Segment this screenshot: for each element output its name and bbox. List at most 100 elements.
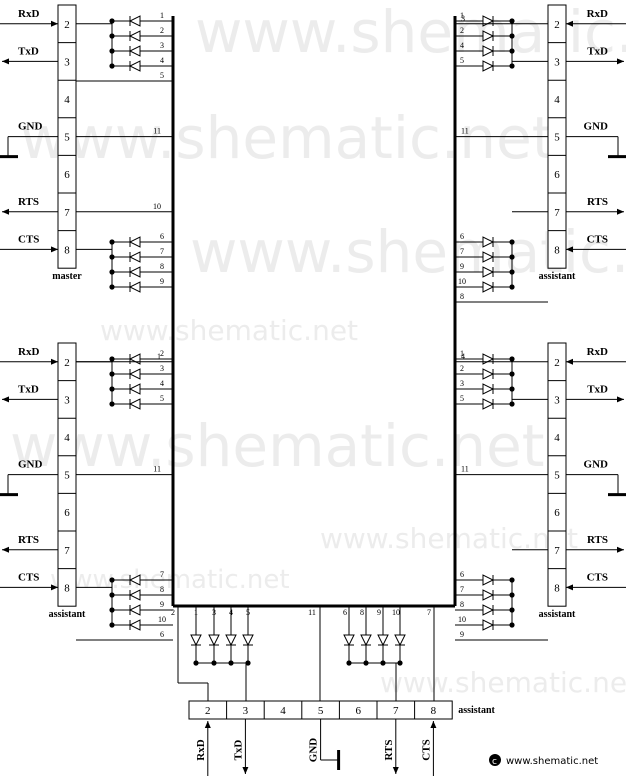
- wire-number: 10: [392, 608, 400, 617]
- signal-label: RxD: [18, 346, 39, 358]
- diode: [482, 60, 495, 72]
- pin-number: 3: [243, 705, 249, 717]
- diode-body: [190, 634, 202, 647]
- db9-connector-assistant-3: 2345678assistantRxDTxDGNDRTSCTS111235678…: [455, 342, 626, 641]
- wire-number: 5: [246, 608, 250, 617]
- diode-body: [128, 383, 141, 395]
- wire-number: 11: [153, 127, 161, 136]
- pin-number: 5: [318, 705, 324, 717]
- diode-body: [482, 251, 495, 263]
- site-credit: c www.shematic.net: [489, 754, 598, 767]
- pin-number: 6: [64, 169, 70, 181]
- wire-number: 9: [160, 277, 164, 286]
- diode: [482, 589, 495, 601]
- pin-number: 7: [393, 705, 399, 717]
- wire-number: 1: [460, 11, 464, 20]
- pin-number: 4: [64, 432, 70, 444]
- wire-number: 6: [160, 232, 164, 241]
- diode-body: [128, 574, 141, 586]
- diode: [482, 574, 495, 586]
- diode: [482, 281, 495, 293]
- pin-number: 6: [554, 169, 560, 181]
- pin-number: 7: [554, 207, 560, 219]
- signal-label: RxD: [18, 8, 39, 20]
- wire-number: 2: [160, 26, 164, 35]
- signal-label: TxD: [232, 740, 244, 761]
- diode-body: [128, 353, 141, 365]
- watermarks: www.shematic.net www.shematic.net www.sh…: [10, 0, 626, 699]
- signal-label: GND: [18, 459, 43, 471]
- signal-label: RTS: [587, 534, 608, 546]
- wire-number: 8: [460, 600, 464, 609]
- pin-number: 8: [64, 244, 70, 256]
- signal-label: RxD: [587, 8, 608, 20]
- diode: [394, 634, 406, 647]
- diode-body: [482, 619, 495, 631]
- db9-connector-master-0: 2345678masterRxDTxDGNDRTSCTS111234567891…: [0, 4, 173, 293]
- diode: [128, 383, 141, 395]
- signal-label: TxD: [587, 383, 608, 395]
- wire-number: 1: [194, 608, 198, 617]
- pin-number: 4: [64, 94, 70, 106]
- copyright-icon: [489, 754, 501, 766]
- diode-body: [128, 589, 141, 601]
- pin-number: 2: [64, 357, 70, 369]
- pin-number: 3: [64, 394, 70, 406]
- copyright-glyph: c: [492, 757, 497, 767]
- diode-body: [482, 45, 495, 57]
- diode: [128, 60, 141, 72]
- signal-label: CTS: [587, 233, 608, 245]
- diode-body: [377, 634, 389, 647]
- signal-label: GND: [18, 121, 43, 133]
- signal-label: CTS: [18, 571, 39, 583]
- diode-body: [482, 60, 495, 72]
- diode-body: [482, 383, 495, 395]
- diode: [128, 604, 141, 616]
- diode-body: [225, 634, 237, 647]
- pin-number: 8: [64, 582, 70, 594]
- diode: [360, 634, 372, 647]
- watermark-text: www.shematic.net: [100, 314, 358, 347]
- diode-body: [128, 60, 141, 72]
- connector-label: master: [52, 271, 82, 282]
- diode-body: [128, 619, 141, 631]
- signal-label: CTS: [18, 233, 39, 245]
- wire-number: 11: [461, 127, 469, 136]
- diode-body: [482, 589, 495, 601]
- wire-number: 8: [460, 292, 464, 301]
- wire-number: 5: [160, 394, 164, 403]
- pin-number: 4: [554, 94, 560, 106]
- diode: [128, 368, 141, 380]
- signal-label: RxD: [195, 739, 207, 760]
- wire-number: 2: [460, 364, 464, 373]
- signal-label: TxD: [18, 45, 39, 57]
- diode-body: [242, 634, 254, 647]
- diode: [482, 266, 495, 278]
- pin-number: 2: [64, 19, 70, 31]
- diode: [242, 634, 254, 647]
- wire-number: 10: [158, 615, 166, 624]
- credit-text: www.shematic.net: [506, 756, 598, 767]
- wire-number: 8: [160, 585, 164, 594]
- wire-number: 9: [160, 600, 164, 609]
- pin-number: 6: [64, 507, 70, 519]
- wire-number: 4: [229, 608, 233, 617]
- pin-number: 3: [554, 394, 560, 406]
- wire-number: 4: [160, 379, 164, 388]
- diode: [482, 30, 495, 42]
- diode: [128, 398, 141, 410]
- diode-body: [482, 604, 495, 616]
- signal-label: GND: [308, 738, 320, 763]
- signal-label: RTS: [18, 534, 39, 546]
- signal-label: RxD: [587, 346, 608, 358]
- diode: [128, 281, 141, 293]
- diode: [128, 236, 141, 248]
- wire-number: 7: [160, 570, 164, 579]
- circuit-elements: 2345678masterRxDTxDGNDRTSCTS111234567891…: [0, 4, 626, 776]
- diode-body: [482, 281, 495, 293]
- wire-number: 2: [171, 608, 175, 617]
- diode: [482, 236, 495, 248]
- pin-number: 3: [554, 56, 560, 68]
- wire-number: 9: [460, 630, 464, 639]
- wire-number: 11: [153, 465, 161, 474]
